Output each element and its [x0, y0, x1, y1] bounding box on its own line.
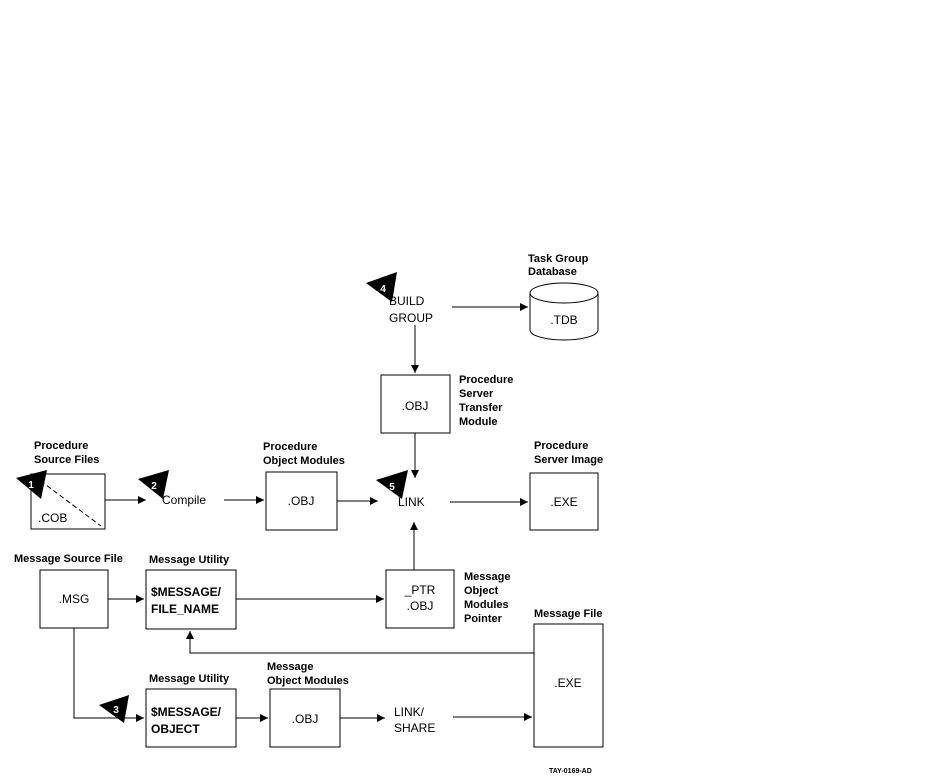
exe-box-label: .EXE [550, 495, 577, 509]
callout-4-triangle: 4 [366, 272, 397, 302]
message-object-modules-line1: Message [267, 661, 313, 673]
pointer-label-line1: Message [464, 571, 510, 583]
procedure-server-image-box: .EXE [529, 472, 599, 531]
callout-5-number: 5 [389, 482, 395, 493]
link-step-label: LINK [398, 495, 425, 509]
message-source-file-label: Message Source File [14, 553, 123, 565]
link-share-line2: SHARE [394, 721, 435, 735]
link-share-line1: LINK/ [394, 705, 425, 719]
connectors [73, 303, 534, 722]
transfer-module-line1: Procedure [459, 374, 513, 386]
arrow-message-file-to-message-utility [186, 631, 534, 654]
callout-2-number: 2 [151, 481, 157, 492]
proc-obj-box-label: .OBJ [288, 494, 315, 508]
msg-file-box: .MSG [39, 569, 109, 629]
message-file-name-line1: $MESSAGE/ [151, 585, 222, 599]
transfer-module-line4: Module [459, 416, 498, 428]
procedure-object-modules-line1: Procedure [263, 441, 317, 453]
pointer-label-line4: Pointer [464, 613, 503, 625]
callout-1-number: 1 [28, 480, 34, 491]
message-object-line1: $MESSAGE/ [151, 705, 222, 719]
callout-3-triangle: 3 [99, 695, 129, 723]
callout-3-number: 3 [113, 705, 119, 716]
procedure-object-modules-line2: Object Modules [263, 455, 345, 467]
build-group-line1: BUILD [389, 294, 425, 308]
pointer-label-line2: Object [464, 585, 499, 597]
message-object-module-box: .OBJ [269, 688, 341, 748]
callout-4-number: 4 [380, 284, 386, 295]
message-file-name-box: $MESSAGE/ FILE_NAME [145, 569, 237, 630]
message-file-name-line2: FILE_NAME [151, 602, 219, 616]
task-group-database-line2: Database [528, 266, 577, 278]
build-group-line2: GROUP [389, 311, 433, 325]
transfer-obj-box-label: .OBJ [402, 399, 429, 413]
msg-obj-box-label: .OBJ [292, 712, 319, 726]
procedure-server-image-line1: Procedure [534, 440, 588, 452]
callout-2-triangle: 2 [138, 470, 169, 499]
callout-1-triangle: 1 [16, 470, 47, 499]
transfer-module-obj-box: .OBJ [380, 374, 451, 434]
transfer-module-line3: Transfer [459, 402, 503, 414]
callout-5-triangle: 5 [376, 470, 408, 499]
procedure-source-files-line1: Procedure [34, 440, 88, 452]
msg-box-label: .MSG [59, 592, 90, 606]
ptr-obj-box: _PTR .OBJ [385, 569, 455, 629]
pointer-label-line3: Modules [464, 599, 509, 611]
ptr-obj-line2: .OBJ [407, 599, 434, 613]
figure-id: TAY-0169-AD [549, 768, 592, 775]
message-exe-label: .EXE [554, 676, 581, 690]
message-utility-label-2: Message Utility [149, 673, 230, 685]
message-object-modules-line2: Object Modules [267, 675, 349, 687]
procedure-object-module-box: .OBJ [265, 471, 338, 531]
message-object-box: $MESSAGE/ OBJECT [145, 688, 237, 748]
task-group-database-line1: Task Group [528, 253, 589, 265]
message-file-label: Message File [534, 608, 602, 620]
message-file-exe-box: .EXE [533, 623, 604, 748]
tdb-label: .TDB [550, 313, 577, 327]
ptr-obj-line1: _PTR [404, 583, 436, 597]
task-group-database-cylinder: .TDB [529, 282, 599, 341]
message-object-line2: OBJECT [151, 722, 200, 736]
compile-step-label: Compile [162, 493, 206, 507]
cob-box-label: .COB [38, 511, 67, 525]
message-utility-label-1: Message Utility [149, 554, 230, 566]
transfer-module-line2: Server [459, 388, 494, 400]
procedure-source-files-line2: Source Files [34, 454, 99, 466]
procedure-server-image-line2: Server Image [534, 454, 603, 466]
